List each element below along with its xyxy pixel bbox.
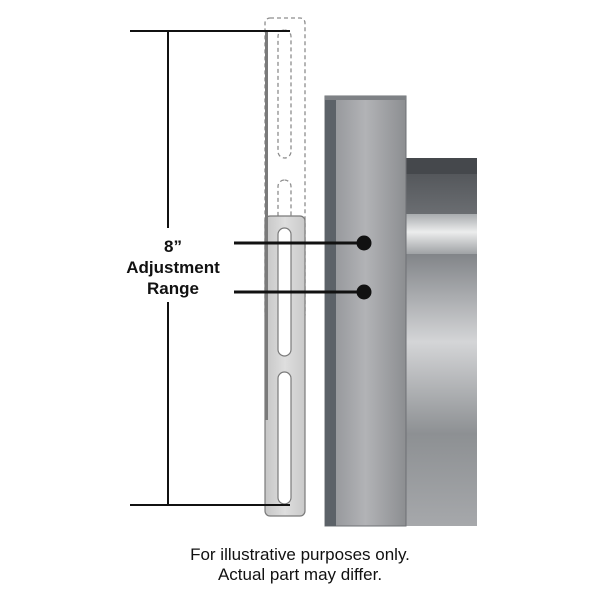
post-front-face: [324, 95, 407, 527]
range-label-line1: Adjustment: [126, 258, 220, 277]
disclaimer-caption: For illustrative purposes only. Actual p…: [100, 545, 500, 585]
bracket-lower-slot: [277, 371, 292, 505]
post-side-face: [325, 96, 336, 526]
panel-body: [405, 158, 477, 526]
mounting-bolts: [234, 235, 372, 300]
range-value: 8”: [164, 237, 182, 256]
lower-bolt-head: [356, 284, 372, 300]
support-post: [324, 95, 407, 527]
caption-line2: Actual part may differ.: [217, 565, 383, 584]
caption-line1: For illustrative purposes only.: [190, 545, 410, 564]
panel-highlight-band: [405, 214, 477, 254]
range-label-line2: Range: [147, 279, 199, 298]
bracket-flange: [265, 30, 268, 420]
panel-top-band: [405, 158, 477, 174]
bracket-lowered: [264, 30, 306, 517]
dimension-indicator: [130, 30, 290, 506]
upper-bolt-head: [356, 235, 372, 251]
ghost-upper-slot: [277, 29, 292, 159]
adjustment-range-label: 8” Adjustment Range: [98, 236, 248, 299]
post-top-edge: [325, 96, 406, 100]
background-panel: [405, 158, 477, 526]
